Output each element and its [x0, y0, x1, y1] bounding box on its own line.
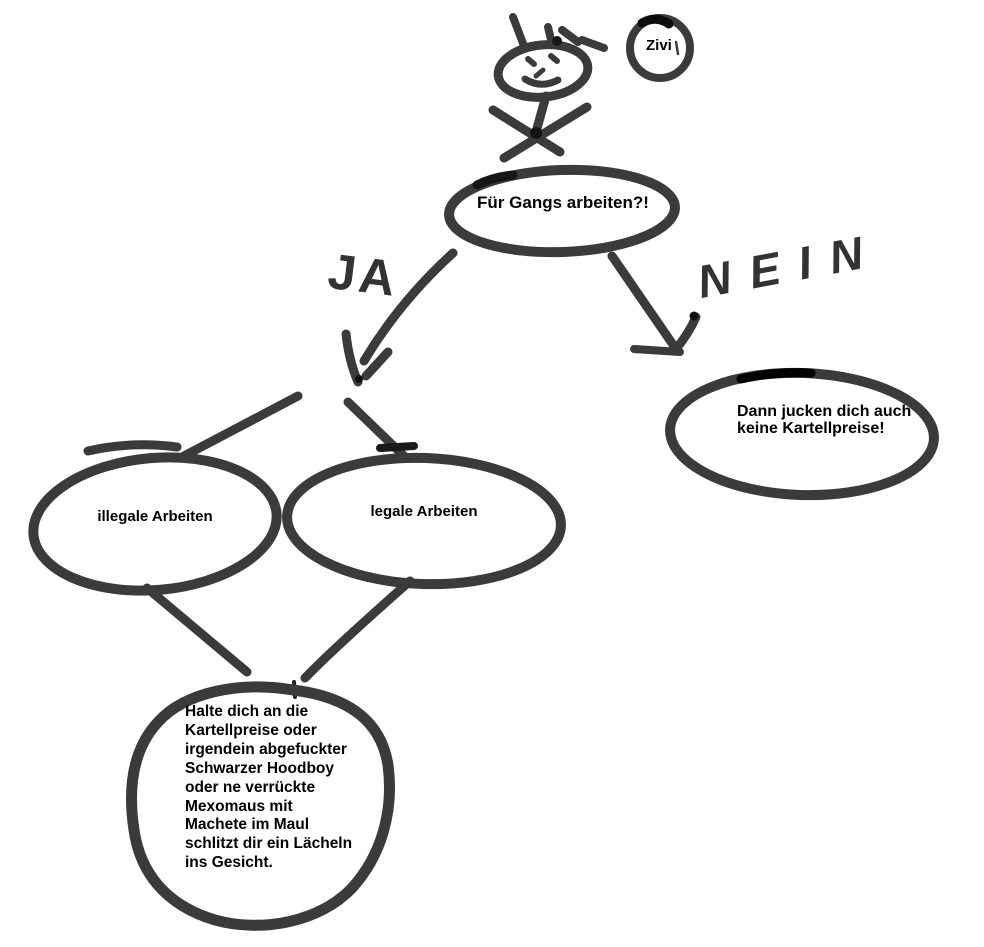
illegal-label: illegale Arbeiten: [97, 508, 213, 525]
stick-figure-mouth: [521, 75, 562, 88]
legal-label: legale Arbeiten: [370, 503, 478, 520]
nein-arrow-shaft: [607, 251, 681, 354]
ja-label: JA: [325, 242, 402, 308]
warning-text-block: Halte dich an die Kartellpreise oder irg…: [185, 703, 352, 873]
zivi-circle-overdraw: [637, 14, 674, 29]
warning-line: Mexomaus mit: [185, 797, 293, 815]
question-ellipse-overdraw: [472, 170, 518, 190]
stick-figure-hair-spike: [509, 13, 528, 50]
ja-arrow-shaft: [359, 248, 458, 366]
nein-arrowhead-tip: [689, 311, 699, 321]
stick-figure-eye-right: [548, 53, 560, 64]
warning-line: ins Gesicht.: [185, 854, 273, 872]
no-result-label-line2: keine Kartellpreise!: [737, 420, 885, 437]
warning-line: irgendein abgefuckter: [185, 740, 347, 758]
no-result-label-line1: Dann jucken dich auch: [737, 403, 912, 420]
merge-line-from-legal: [300, 576, 415, 683]
question-ellipse: [444, 164, 680, 258]
no-result-ellipse-overdraw: [736, 368, 816, 384]
split-line-to-illegal: [179, 391, 303, 461]
ja-arrowhead-right: [361, 347, 393, 381]
stick-figure-hair-spike: [558, 26, 582, 46]
stick-figure-hair-spike: [578, 36, 608, 52]
stick-figure-eye-left: [525, 56, 537, 67]
zivi-comma-mark: [674, 40, 680, 56]
stick-figure-body: [531, 91, 551, 137]
merge-line-from-illegal: [142, 583, 252, 677]
illegal-ellipse-overdraw: [83, 440, 182, 456]
stick-figure-hair-joint: [552, 36, 562, 46]
warning-line: oder ne verrückte: [185, 778, 316, 796]
stick-figure-limb: [499, 102, 592, 163]
nein-arrowhead-up: [671, 312, 701, 354]
warning-line: schlitzt dir ein Lächeln: [185, 835, 353, 853]
warning-circle: [126, 681, 395, 931]
warning-line: Schwarzer Hoodboy: [185, 759, 334, 777]
legal-ellipse: [282, 452, 566, 590]
warning-line: Machete im Maul: [185, 816, 310, 834]
stick-figure-nose: [533, 67, 546, 79]
question-label: Für Gangs arbeiten?!: [477, 193, 649, 212]
zivi-label: Zivi: [646, 37, 672, 54]
nein-arrowhead-bar: [630, 345, 684, 356]
stick-figure-limb: [488, 105, 565, 157]
warning-line: Halte dich an die: [185, 703, 309, 720]
stick-figure-joint: [530, 127, 542, 139]
illegal-ellipse: [28, 452, 282, 596]
legal-ellipse-overdraw: [376, 442, 418, 452]
ja-arrowhead-tip: [355, 375, 363, 383]
ja-arrowhead-left: [341, 329, 363, 387]
warning-line: Kartellpreise oder: [185, 721, 317, 739]
